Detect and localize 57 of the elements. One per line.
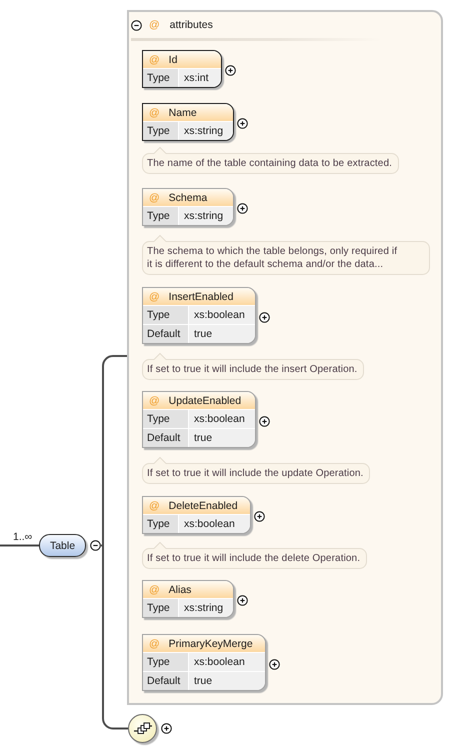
sequence-circle [128, 714, 157, 743]
attribute-name: Schema [168, 192, 208, 204]
attribute-symbol: @ [149, 290, 160, 302]
edge-label: 1..∞ [12, 530, 34, 542]
property-label-cell: Type [143, 653, 189, 671]
property-value-cell: xs:int [179, 69, 221, 87]
connector-line [100, 355, 127, 546]
attribute-name: UpdateEnabled [168, 394, 242, 406]
property-label-cell: Default [143, 429, 189, 447]
property-value-cell: xs:string [179, 122, 234, 140]
property-label-cell: Type [143, 69, 179, 87]
attribute-box [142, 50, 222, 88]
attribute-name: InsertEnabled [168, 290, 234, 302]
attribute-box [142, 287, 256, 344]
property-label-cell: Type [143, 207, 179, 225]
attribute-name: DeleteEnabled [168, 500, 238, 512]
attribute-symbol: @ [149, 106, 160, 118]
property-label-cell: Type [143, 122, 179, 140]
element-box: Table [39, 534, 86, 557]
annotation-note: If set to true it will include the update Operation. [142, 457, 370, 484]
attribute-box [142, 391, 256, 448]
attribute-symbol: @ [149, 54, 160, 66]
property-value-cell: xs:string [179, 207, 234, 225]
property-value-cell: xs:string [179, 599, 234, 617]
annotation-note: The schema to which the table belongs, only required if it is different to the default schema and/or the data... [142, 235, 430, 275]
connector-line [0, 544, 39, 546]
annotation-note: The name of the table containing data to be extracted. [142, 147, 400, 174]
annotation-note: If set to true it will include the insert Operation. [142, 353, 364, 380]
group-title: attributes [170, 19, 213, 31]
property-value-cell: true [189, 325, 255, 343]
annotation-note: If set to true it will include the delete Operation. [142, 542, 368, 569]
attributes-panel [127, 10, 443, 705]
attribute-box [142, 634, 266, 691]
attribute-name: Name [168, 106, 197, 118]
property-label-cell: Type [143, 410, 189, 428]
attribute-name: Id [168, 54, 178, 66]
property-label-cell: Default [143, 672, 189, 690]
property-label-cell: Type [143, 599, 179, 617]
property-label-cell: Type [143, 306, 189, 324]
attribute-symbol: @ [149, 394, 160, 406]
attribute-box [142, 188, 234, 226]
attribute-symbol: @ [149, 500, 160, 512]
attribute-name: PrimaryKeyMerge [168, 638, 253, 650]
attribute-symbol: @ [149, 19, 160, 31]
property-label-cell: Default [143, 325, 189, 343]
property-value-cell: xs:boolean [179, 515, 250, 533]
attribute-symbol: @ [149, 192, 160, 204]
attribute-box [142, 496, 251, 534]
attribute-box [142, 103, 234, 141]
attribute-symbol: @ [149, 638, 160, 650]
property-value-cell: true [189, 429, 255, 447]
property-label-cell: Type [143, 515, 179, 533]
property-value-cell: true [189, 672, 265, 690]
connector-line [100, 544, 128, 730]
attribute-name: Alias [168, 584, 192, 596]
attribute-box [142, 580, 234, 618]
attribute-symbol: @ [149, 584, 160, 596]
